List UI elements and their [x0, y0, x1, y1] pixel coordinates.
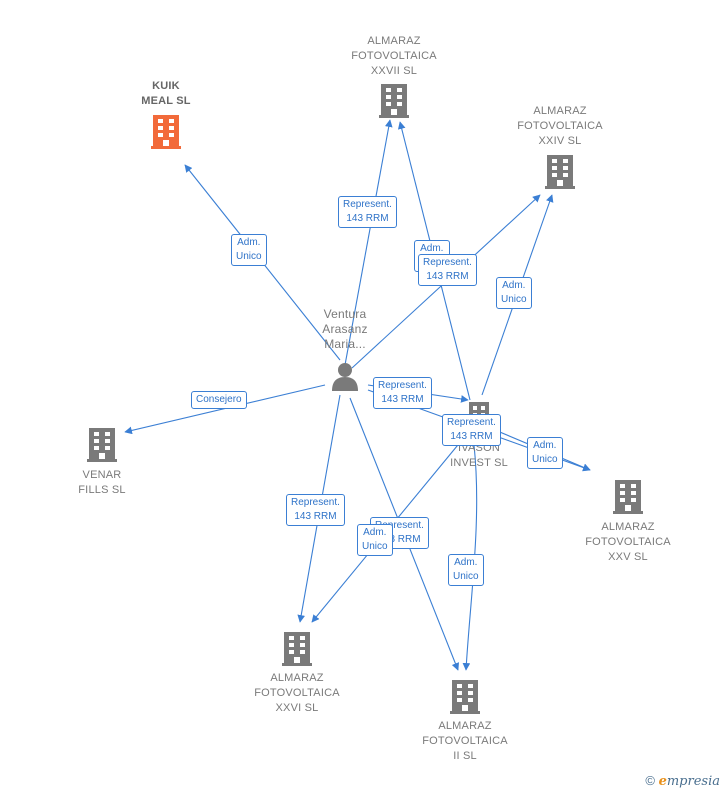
building-icon — [151, 115, 181, 149]
company-name: VENAR FILLS SL — [78, 469, 126, 496]
edge-label-represent[interactable]: Represent. 143 RRM — [442, 414, 501, 446]
copyright-symbol: © — [645, 773, 655, 788]
building-icon — [450, 680, 480, 714]
building-icon — [379, 84, 409, 118]
company-name: ALMARAZ FOTOVOLTAICA II SL — [422, 720, 508, 762]
edge-label-adm-unico[interactable]: Adm. Unico — [231, 234, 267, 266]
edge-label-adm-unico[interactable]: Adm. Unico — [496, 277, 532, 309]
edge-label-adm-unico[interactable]: Adm. Unico — [357, 524, 393, 556]
company-name: KUIK MEAL SL — [141, 80, 191, 107]
building-icon — [613, 480, 643, 514]
edge-label-adm-unico[interactable]: Adm. Unico — [527, 437, 563, 469]
building-icon — [282, 632, 312, 666]
edge-label-consejero[interactable]: Consejero — [191, 391, 247, 409]
edge-label-adm-unico[interactable]: Adm. Unico — [448, 554, 484, 586]
empresia-logo[interactable]: © empresia — [645, 773, 720, 789]
edge-label-represent[interactable]: Represent. 143 RRM — [338, 196, 397, 228]
company-name: ALMARAZ FOTOVOLTAICA XXVII SL — [351, 35, 437, 77]
person-name: Ventura Arasanz Maria... — [322, 307, 368, 351]
edge-person-xxvii — [344, 119, 393, 366]
company-name: ALMARAZ FOTOVOLTAICA XXIV SL — [517, 105, 603, 147]
edge-label-represent[interactable]: Represent. 143 RRM — [286, 494, 345, 526]
person-icon — [332, 363, 358, 391]
company-name: ALMARAZ FOTOVOLTAICA XXVI SL — [254, 672, 340, 714]
brand-name: mpresia — [666, 774, 720, 789]
edge-label-represent[interactable]: Represent. 143 RRM — [373, 377, 432, 409]
building-icon — [87, 428, 117, 462]
building-icon — [545, 155, 575, 189]
brand-initial: e — [658, 774, 667, 789]
edge-label-represent[interactable]: Represent. 143 RRM — [418, 254, 477, 286]
company-name: ALMARAZ FOTOVOLTAICA XXV SL — [585, 521, 671, 563]
